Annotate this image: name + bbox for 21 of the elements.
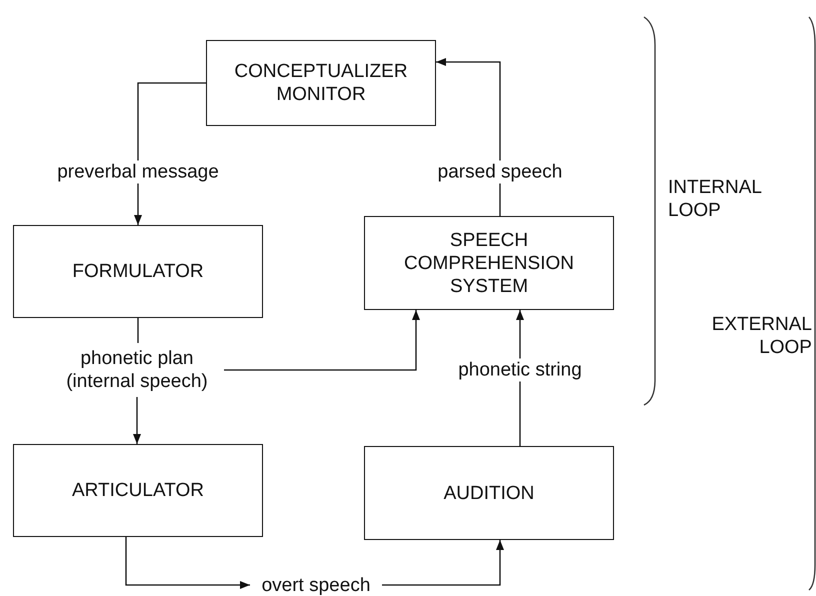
- process-box: [13, 444, 263, 537]
- process-box: [13, 225, 263, 318]
- box-label: CONCEPTUALIZER MONITOR: [233, 60, 409, 106]
- flow-text: phonetic plan (internal speech): [65, 347, 209, 393]
- arrow: [133, 397, 141, 444]
- box-label: ARTICULATOR: [72, 479, 204, 502]
- box-label: SPEECH COMPREHENSION SYSTEM: [403, 228, 575, 298]
- connector-line: [137, 318, 139, 343]
- box-label: FORMULATOR: [72, 260, 204, 283]
- loop-label: INTERNAL LOOP: [668, 176, 762, 222]
- process-box: [364, 446, 614, 540]
- loop-label: EXTERNAL LOOP: [710, 313, 812, 359]
- arrow: [382, 540, 504, 586]
- process-box: [364, 216, 614, 310]
- flow-text: overt speech: [262, 574, 370, 596]
- arrow: [224, 310, 420, 371]
- box-label: AUDITION: [444, 482, 534, 504]
- arrow: [134, 82, 206, 225]
- process-box: [206, 40, 436, 126]
- arrow: [436, 58, 501, 216]
- arrow: [125, 537, 250, 589]
